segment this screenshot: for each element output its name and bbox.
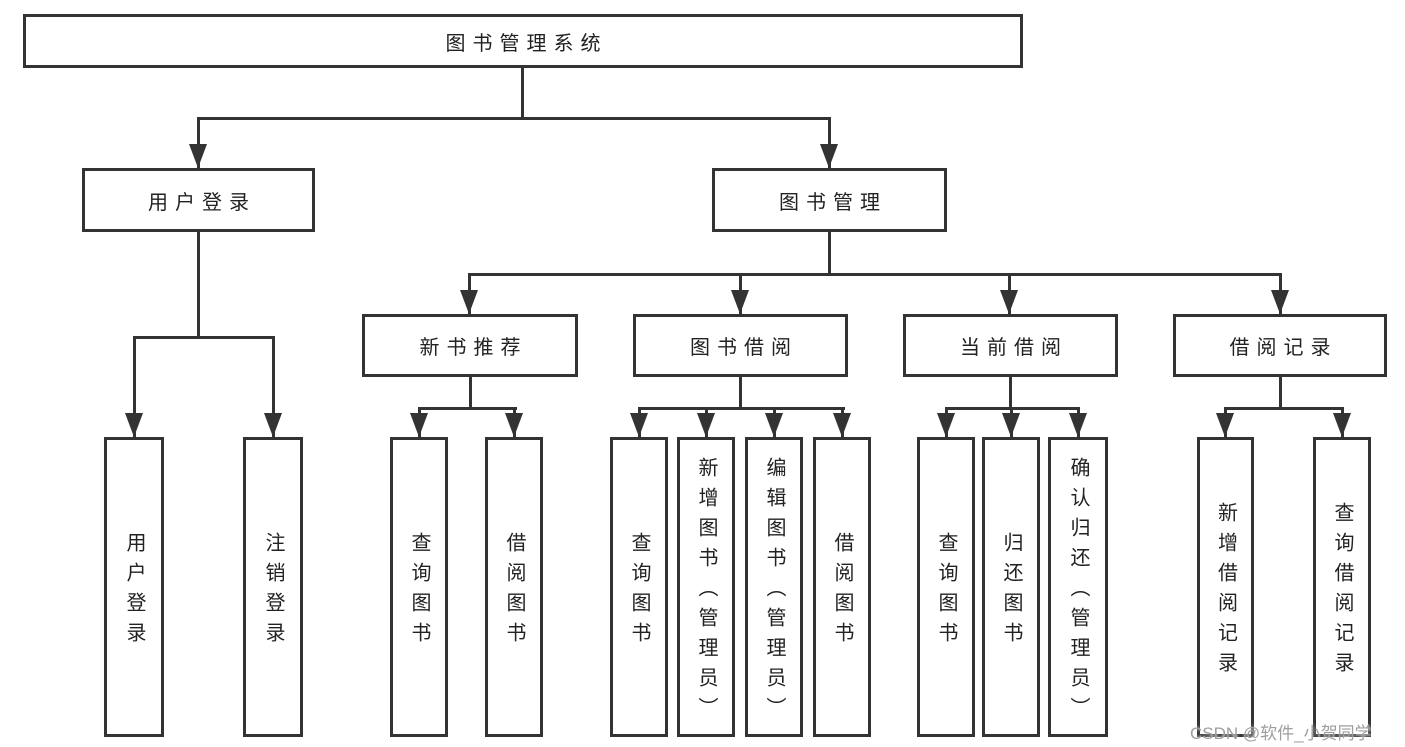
arrowhead-icon — [697, 413, 715, 437]
arrowhead-icon — [937, 413, 955, 437]
node-borrow-records-label: 借阅记录 — [1229, 337, 1338, 359]
connector-line — [132, 336, 275, 339]
connector-line — [520, 68, 524, 117]
node-book-management: 图书管理 — [712, 168, 947, 232]
arrowhead-icon — [505, 413, 523, 437]
node-library-system-label: 图书管理系统 — [445, 32, 608, 55]
arrowhead-icon — [1216, 413, 1234, 437]
arrowhead-icon — [1000, 290, 1018, 314]
connector-line — [1008, 377, 1012, 407]
node-book-borrowing: 图书借阅 — [633, 314, 848, 377]
leaf-confirm-return-admin: 确认归还（管理员） — [1048, 437, 1108, 737]
connector-line — [417, 407, 517, 410]
connector-line — [196, 232, 200, 336]
arrowhead-icon — [189, 144, 207, 168]
arrowhead-icon — [820, 144, 838, 168]
connector-line — [827, 232, 831, 273]
arrowhead-icon — [125, 413, 143, 437]
leaf-user-login-label: 用户登录 — [123, 532, 145, 652]
connector-line — [1223, 407, 1344, 410]
arrowhead-icon — [1002, 413, 1020, 437]
leaf-return-books: 归还图书 — [982, 437, 1040, 737]
connector-line — [196, 117, 200, 168]
node-new-book-recommend-label: 新书推荐 — [419, 337, 528, 359]
connector-line — [827, 117, 831, 168]
leaf-borrow-books-recommend: 借阅图书 — [485, 437, 543, 737]
leaf-query-books-recommend-label: 查询图书 — [408, 532, 430, 652]
connector-line — [132, 336, 136, 437]
connector-line — [271, 336, 275, 437]
leaf-logout-label: 注销登录 — [262, 532, 284, 652]
connector-line — [196, 117, 831, 120]
leaf-edit-book-admin-label: 编辑图书（管理员） — [763, 457, 785, 727]
connector-line — [467, 273, 1282, 276]
node-library-system: 图书管理系统 — [23, 14, 1023, 68]
leaf-return-books-label: 归还图书 — [1000, 532, 1022, 652]
leaf-query-books-recommend: 查询图书 — [390, 437, 448, 737]
node-current-borrowing: 当前借阅 — [903, 314, 1118, 377]
leaf-add-book-admin: 新增图书（管理员） — [677, 437, 735, 737]
arrowhead-icon — [264, 413, 282, 437]
node-book-borrowing-label: 图书借阅 — [690, 337, 798, 359]
csdn-watermark: CSDN @软件_小贺同学 — [1190, 724, 1372, 743]
node-new-book-recommend: 新书推荐 — [362, 314, 578, 377]
node-user-login-label: 用户登录 — [148, 191, 256, 214]
arrowhead-icon — [765, 413, 783, 437]
leaf-add-borrow-record: 新增借阅记录 — [1197, 437, 1254, 737]
arrowhead-icon — [833, 413, 851, 437]
leaf-add-book-admin-label: 新增图书（管理员） — [695, 457, 717, 727]
node-borrow-records: 借阅记录 — [1173, 314, 1387, 377]
arrowhead-icon — [1333, 413, 1351, 437]
leaf-logout: 注销登录 — [243, 437, 303, 737]
leaf-add-borrow-record-label: 新增借阅记录 — [1214, 502, 1237, 682]
connector-line — [637, 407, 845, 410]
leaf-borrow-books-label: 借阅图书 — [831, 532, 853, 652]
arrowhead-icon — [460, 290, 478, 314]
leaf-query-books-borrowing: 查询图书 — [610, 437, 668, 737]
leaf-query-books-borrowing-label: 查询图书 — [628, 532, 650, 652]
arrowhead-icon — [630, 413, 648, 437]
leaf-borrow-books: 借阅图书 — [813, 437, 871, 737]
arrowhead-icon — [410, 413, 428, 437]
leaf-borrow-books-recommend-label: 借阅图书 — [503, 532, 525, 652]
leaf-query-borrow-record: 查询借阅记录 — [1313, 437, 1371, 737]
leaf-confirm-return-admin-label: 确认归还（管理员） — [1067, 457, 1089, 727]
leaf-query-borrow-record-label: 查询借阅记录 — [1331, 502, 1353, 682]
arrowhead-icon — [1069, 413, 1087, 437]
leaf-query-books-current-label: 查询图书 — [935, 532, 957, 652]
leaf-user-login: 用户登录 — [104, 437, 164, 737]
connector-line — [468, 377, 472, 407]
arrowhead-icon — [731, 290, 749, 314]
node-user-login: 用户登录 — [82, 168, 315, 232]
arrowhead-icon — [1271, 290, 1289, 314]
leaf-query-books-current: 查询图书 — [917, 437, 975, 737]
connector-line — [738, 377, 742, 407]
node-book-management-label: 图书管理 — [779, 191, 887, 214]
leaf-edit-book-admin: 编辑图书（管理员） — [745, 437, 803, 737]
connector-line — [1278, 377, 1282, 407]
node-current-borrowing-label: 当前借阅 — [960, 337, 1068, 359]
